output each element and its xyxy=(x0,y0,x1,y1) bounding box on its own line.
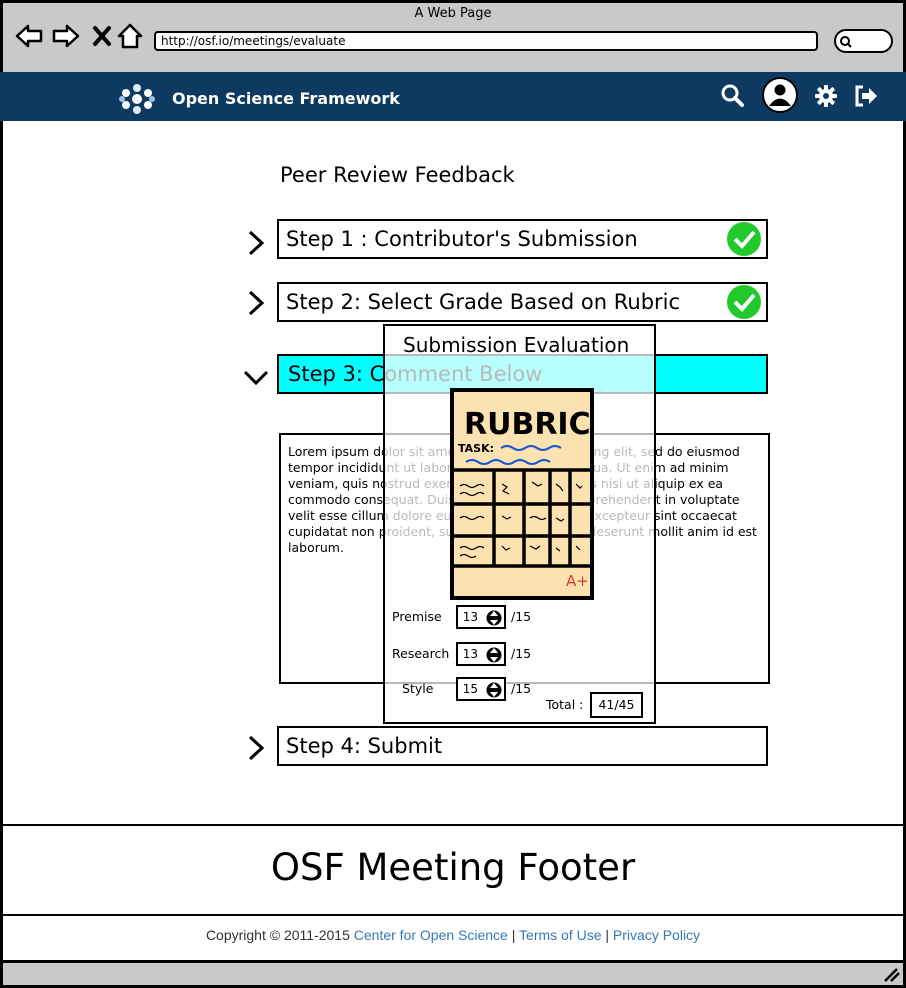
privacy-policy-link[interactable]: Privacy Policy xyxy=(612,927,701,943)
premise-score-stepper[interactable]: 13 xyxy=(456,605,506,629)
research-score-stepper[interactable]: 13 xyxy=(456,642,506,666)
osf-logo-icon[interactable] xyxy=(118,83,156,115)
separator: | xyxy=(511,927,516,943)
checkmark-icon xyxy=(727,222,761,256)
forward-icon[interactable] xyxy=(51,22,81,50)
frame-border-left xyxy=(0,121,3,961)
footer-title: OSF Meeting Footer xyxy=(270,846,636,889)
home-icon[interactable] xyxy=(115,22,145,50)
chevron-right-icon[interactable] xyxy=(242,288,270,318)
footer-divider xyxy=(0,824,906,826)
step-2-label: Step 2: Select Grade Based on Rubric xyxy=(286,290,681,314)
separator: | xyxy=(605,927,610,943)
search-icon[interactable] xyxy=(719,82,747,110)
step-4-label: Step 4: Submit xyxy=(286,734,443,758)
brand-name[interactable]: Open Science Framework xyxy=(172,89,400,108)
chevron-down-icon[interactable] xyxy=(242,362,270,392)
gear-icon[interactable] xyxy=(812,82,840,110)
rubric-image: RUBRIC TASK: A+ xyxy=(450,388,594,600)
step-4-header[interactable]: Step 4: Submit xyxy=(277,726,768,766)
center-for-open-science-link[interactable]: Center for Open Science xyxy=(353,927,508,943)
user-icon[interactable] xyxy=(761,76,799,114)
spinner-icon[interactable] xyxy=(486,609,502,627)
total-label: Total : xyxy=(546,697,584,712)
checkmark-icon xyxy=(727,285,761,319)
search-icon xyxy=(840,36,852,48)
url-bar[interactable]: http://osf.io/meetings/evaluate xyxy=(154,31,818,51)
status-bar xyxy=(0,960,906,988)
rubric-heading: RUBRIC xyxy=(464,407,591,442)
step-2-header[interactable]: Step 2: Select Grade Based on Rubric xyxy=(277,282,768,322)
research-score-value: 13 xyxy=(462,647,478,661)
copyright-text: Copyright © 2011-2015 xyxy=(205,927,350,943)
close-icon[interactable] xyxy=(88,22,118,50)
score-label-style: Style xyxy=(402,681,434,696)
browser-search-field[interactable] xyxy=(834,29,893,53)
score-label-research: Research xyxy=(392,646,450,661)
chevron-right-icon[interactable] xyxy=(242,228,270,258)
frame-border-right xyxy=(903,121,906,961)
score-label-premise: Premise xyxy=(392,609,442,624)
back-icon[interactable] xyxy=(14,22,44,50)
chevron-right-icon[interactable] xyxy=(242,733,270,763)
score-max: /15 xyxy=(511,609,532,624)
step-1-header[interactable]: Step 1 : Contributor's Submission xyxy=(277,219,768,259)
resize-grip-icon[interactable] xyxy=(881,965,901,983)
spinner-icon[interactable] xyxy=(486,646,502,664)
premise-score-value: 13 xyxy=(462,610,478,624)
score-max: /15 xyxy=(511,646,532,661)
footer-divider xyxy=(0,914,906,916)
rubric-grade: A+ xyxy=(566,572,589,590)
terms-of-use-link[interactable]: Terms of Use xyxy=(519,927,602,943)
window-title: A Web Page xyxy=(414,6,492,21)
step-1-label: Step 1 : Contributor's Submission xyxy=(286,227,638,251)
rubric-task: TASK: xyxy=(458,442,494,455)
total-score: 41/45 xyxy=(590,692,643,718)
spinner-icon[interactable] xyxy=(486,681,502,699)
score-max: /15 xyxy=(511,681,532,696)
style-score-value: 15 xyxy=(462,682,478,696)
copyright-line: Copyright © 2011-2015 Center for Open Sc… xyxy=(0,927,906,943)
logout-icon[interactable] xyxy=(852,82,880,110)
style-score-stepper[interactable]: 15 xyxy=(456,677,506,701)
page-title: Peer Review Feedback xyxy=(280,163,515,187)
evaluation-title: Submission Evaluation xyxy=(403,333,630,357)
